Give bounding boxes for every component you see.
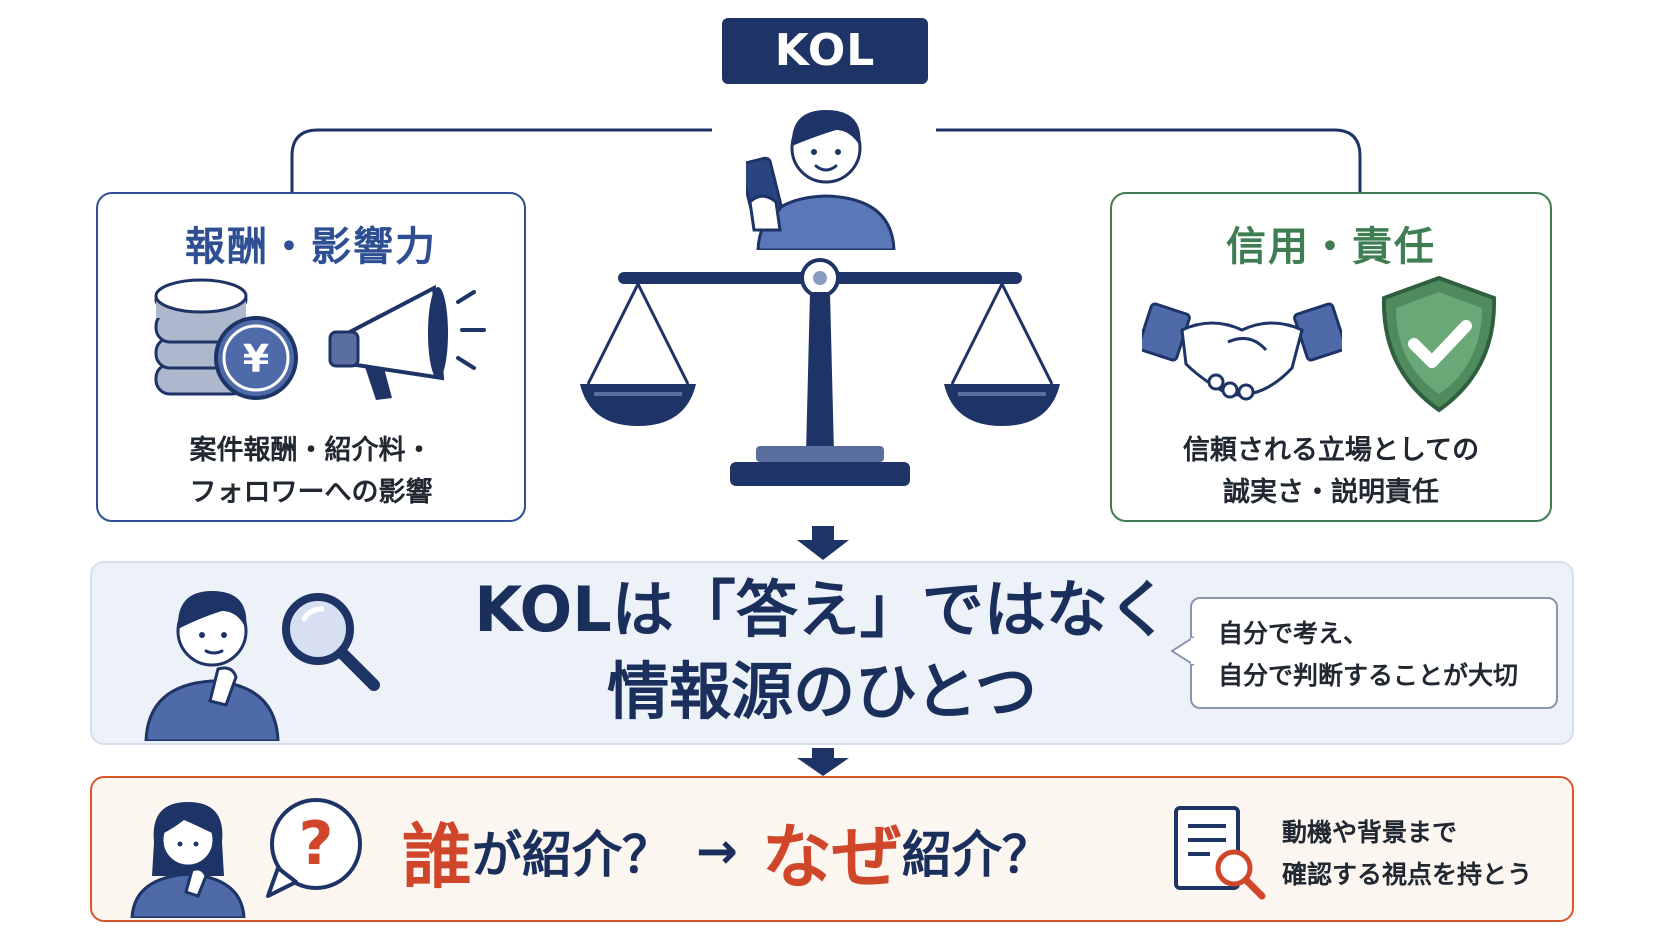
reward-influence-desc: 案件報酬・紹介料・ フォロワーへの影響: [189, 435, 433, 508]
question-mark: ?: [299, 809, 334, 879]
question-bubble-icon: ?: [266, 798, 362, 898]
who-rest: が紹介？: [472, 826, 672, 884]
trust-responsibility-desc: 信頼される立場としての 誠実さ・説明責任: [1182, 435, 1480, 508]
trust-responsibility-title: 信用・責任: [1226, 224, 1436, 270]
person-with-phone-icon: [746, 110, 896, 250]
yen-symbol: ¥: [243, 337, 269, 381]
handshake-icon: [1142, 302, 1342, 401]
who-emphasis: 誰: [402, 815, 472, 898]
megaphone-icon: [328, 284, 486, 400]
key-message-headline: KOLは「答え」ではなく 情報源のひとつ: [474, 573, 1170, 728]
question-prompt-panel: ? 誰 が紹介？ → なぜ 紹介？ 動機や背景まで 確認する視点を持とう: [90, 776, 1574, 922]
document-search-icon: [1174, 806, 1266, 900]
bubble-tail: [1170, 635, 1194, 667]
down-arrow-icon: [797, 748, 849, 776]
down-arrow-icon: [797, 526, 849, 560]
who-why-line: 誰 が紹介？ → なぜ 紹介？: [402, 806, 1052, 898]
why-emphasis: なぜ: [761, 815, 902, 898]
reward-influence-card: 報酬・影響力 ¥ 案件報酬・紹介料・ フォロワーへの影響: [96, 192, 526, 522]
thinking-woman-icon: [130, 802, 246, 918]
thinking-person-icon: [144, 591, 280, 741]
magnifier-icon: [282, 593, 380, 691]
coin-stack-icon: ¥: [154, 278, 298, 400]
check-motivation-note: 動機や背景まで 確認する視点を持とう: [1282, 818, 1533, 889]
right-arrow-icon: →: [696, 822, 738, 880]
advice-text: 自分で考え、 自分で判断することが大切: [1218, 619, 1519, 690]
advice-bubble: 自分で考え、 自分で判断することが大切: [1170, 597, 1558, 709]
reward-influence-title: 報酬・影響力: [185, 224, 437, 270]
trust-responsibility-card: 信用・責任 信頼される立場としての 誠実さ・説明責任: [1110, 192, 1552, 522]
why-rest: 紹介？: [901, 826, 1052, 884]
balance-scale-icon: [580, 258, 1060, 486]
shield-check-icon: [1381, 275, 1497, 413]
kol-badge: KOL: [722, 18, 928, 84]
